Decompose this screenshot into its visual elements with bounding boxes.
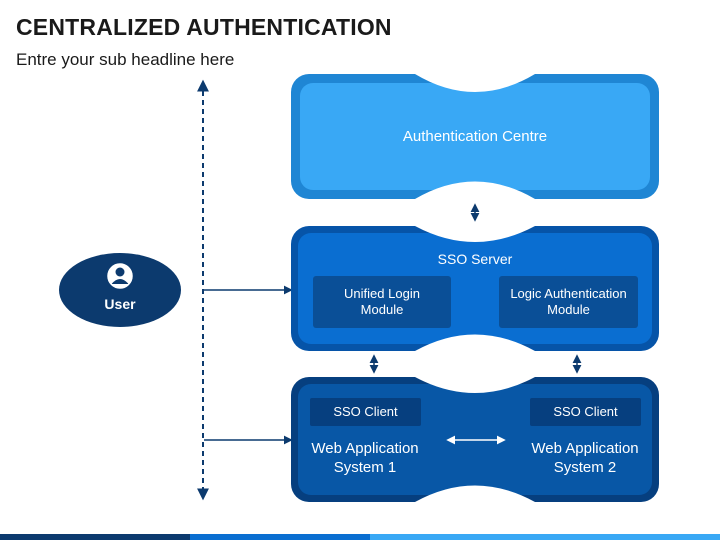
- web-app-system-2-label: Web Application System 2: [531, 440, 639, 476]
- logic-auth-module-box: [499, 276, 638, 328]
- web-app-system-1-label: Web Application System 1: [311, 440, 419, 476]
- sso-server-block: [291, 226, 659, 351]
- unified-login-module-box: [313, 276, 451, 328]
- page-title: CENTRALIZED AUTHENTICATION: [16, 14, 392, 40]
- sso-client-label-2: SSO Client: [553, 403, 618, 419]
- user-node: [59, 253, 181, 327]
- user-icon: [107, 263, 133, 289]
- page-subtitle: Entre your sub headline here: [16, 50, 235, 69]
- authentication-centre-block: [291, 74, 659, 199]
- user-label: User: [104, 296, 136, 313]
- logic-authentication-module-label: Logic Authentication Module: [510, 285, 627, 317]
- sso-client-label-1: SSO Client: [333, 403, 398, 419]
- sso-client-box-2: [530, 398, 641, 426]
- unified-login-module-label: Unified Login Module: [344, 285, 420, 317]
- footer-color-bar: [0, 534, 720, 540]
- sso-server-label: SSO Server: [437, 251, 513, 268]
- authentication-centre-label: Authentication Centre: [402, 127, 548, 145]
- sso-client-box-1: [310, 398, 421, 426]
